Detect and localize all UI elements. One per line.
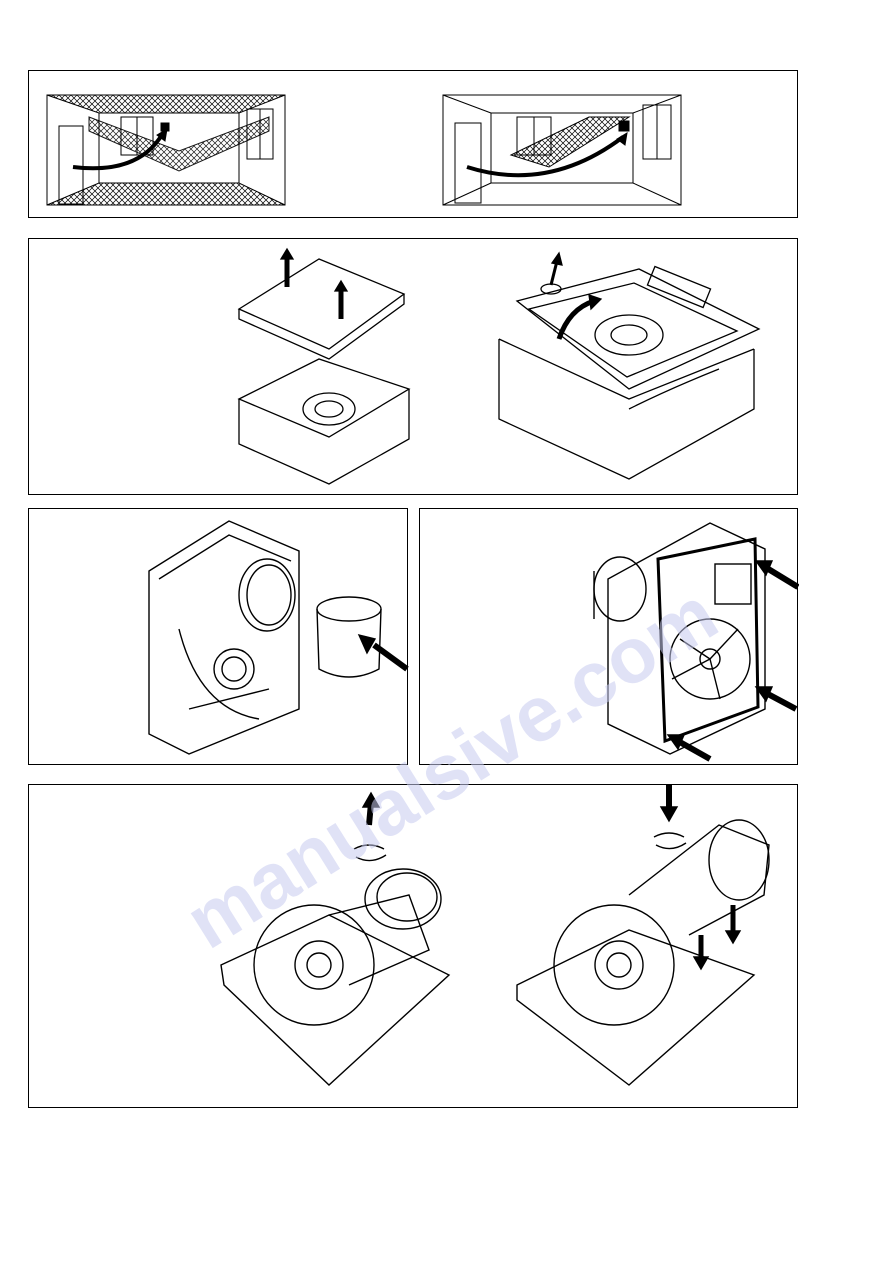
figure-spigot-fit	[28, 508, 408, 765]
outlet-rotation-illustration	[29, 785, 799, 1109]
figure-wall-mount	[419, 508, 798, 765]
figure-cover-removal	[28, 238, 798, 495]
room-left	[47, 95, 285, 205]
wall-mount-screws-illustration	[420, 509, 799, 766]
fan-cover-removal-illustration	[29, 239, 799, 496]
room-airflow-illustration	[29, 71, 799, 219]
room-right	[443, 95, 681, 205]
figure-room-airflow	[28, 70, 798, 218]
figure-outlet-rotate	[28, 784, 798, 1108]
duct-spigot-fit-illustration	[29, 509, 409, 766]
